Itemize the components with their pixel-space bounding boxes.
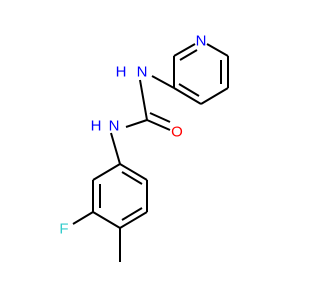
bond (178, 83, 200, 97)
fluorine-label: F (59, 221, 68, 238)
bond (149, 112, 171, 123)
urea-linker (110, 75, 175, 165)
amine-hydrogen-label-lower: H (91, 118, 102, 135)
phenyl-ring (92, 163, 148, 229)
bond (173, 43, 196, 57)
bond (121, 171, 143, 185)
molecule-diagram: N H N O H N F (59, 33, 229, 262)
amine-hydrogen-label-upper: H (116, 64, 127, 81)
bond (139, 79, 148, 121)
amine-nitrogen-label-lower: N (109, 118, 120, 135)
bond (110, 132, 121, 165)
bond (151, 75, 175, 89)
substituents (72, 211, 121, 262)
bond (179, 49, 198, 61)
pyridine-nitrogen-label: N (196, 33, 207, 50)
bond (119, 211, 148, 229)
bond (92, 163, 121, 181)
bond (200, 87, 229, 105)
structure-canvas: N H N O H N F (59, 33, 229, 262)
bond (146, 119, 171, 131)
carbonyl-oxygen-label: O (171, 124, 183, 141)
bond (119, 163, 148, 181)
bond (173, 87, 202, 105)
bond (72, 211, 94, 225)
bond (121, 207, 143, 221)
bond (206, 43, 229, 57)
bond (125, 119, 148, 128)
pyridine-ring (173, 43, 229, 105)
amine-nitrogen-label-upper: N (137, 64, 148, 81)
bond (92, 211, 121, 229)
